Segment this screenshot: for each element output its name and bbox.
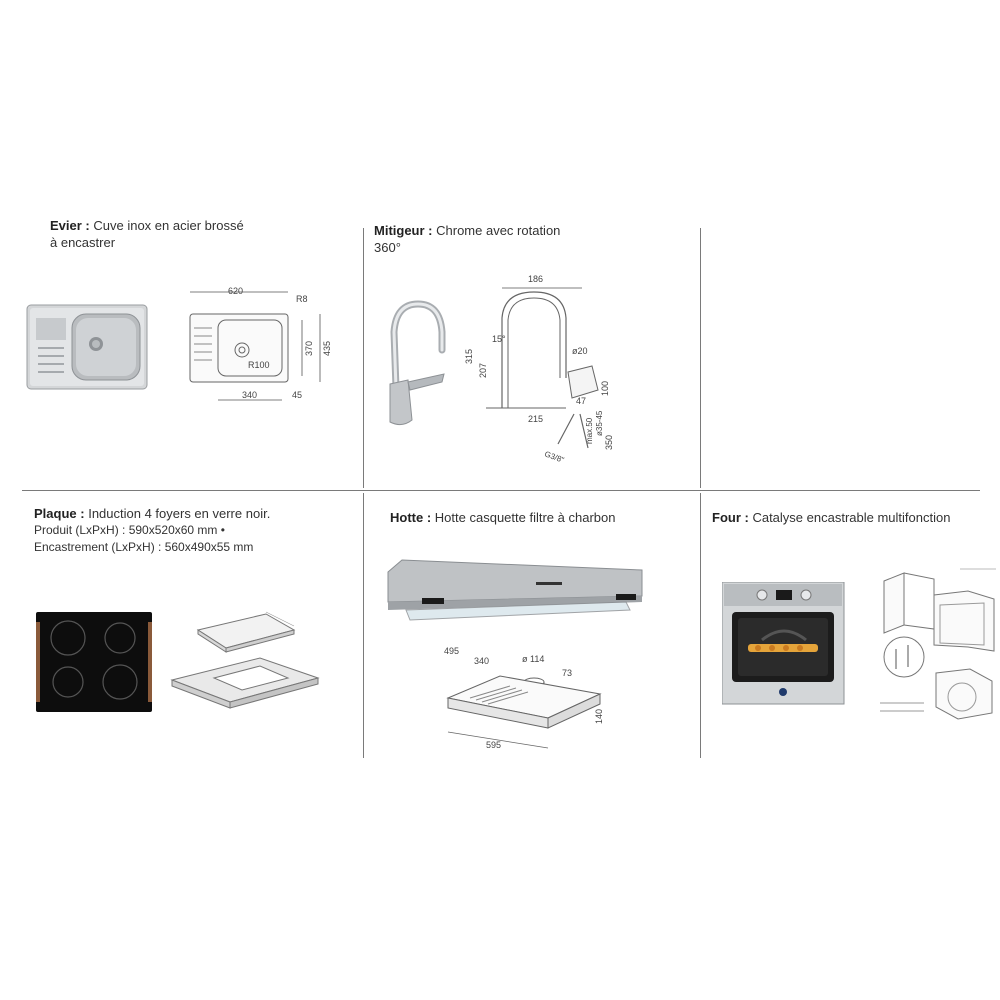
divider-v1	[363, 228, 364, 488]
mitigeur-dim-315: 315	[464, 349, 474, 364]
mitigeur-dim-100: 100	[600, 381, 610, 396]
plaque-photo	[36, 612, 152, 712]
divider-v2	[700, 228, 701, 488]
plaque-desc-line2: Produit (LxPxH) : 590x520x60 mm •	[34, 523, 225, 537]
mitigeur-dim-thread: G3/8"	[543, 449, 565, 463]
hotte-dim-495: 495	[444, 646, 459, 656]
divider-h	[22, 490, 980, 491]
hotte-dim-d114: ø 114	[522, 654, 544, 664]
plaque-label: Plaque :	[34, 506, 85, 521]
evier-desc-line1: Cuve inox en acier brossé	[93, 218, 244, 233]
hotte-dim-73: 73	[562, 668, 572, 678]
mitigeur-desc-line1: Chrome avec rotation	[436, 223, 561, 238]
mitigeur-dim-186: 186	[528, 274, 543, 284]
mitigeur-photo	[389, 300, 446, 426]
evier-label: Evier :	[50, 218, 90, 233]
hotte-label: Hotte :	[390, 510, 432, 525]
mitigeur-dim-47: 47	[576, 396, 586, 406]
hotte-desc: Hotte casquette filtre à charbon	[434, 510, 616, 525]
hotte-caption: Hotte : Hotte casquette filtre à charbon	[390, 509, 695, 526]
evier-dim-r8: R8	[296, 294, 308, 304]
evier-dim-435: 435	[322, 341, 330, 356]
evier-dim-340: 340	[242, 390, 257, 400]
hotte-photo	[387, 559, 643, 621]
mitigeur-dim-hole: ø35-45	[595, 410, 604, 436]
plaque-drawing	[170, 611, 320, 709]
evier-photo	[26, 304, 148, 390]
evier-dim-width: 620	[228, 286, 243, 296]
evier-drawing: 620 R8 R100 370 435 340 45	[189, 286, 330, 401]
hotte-dim-595: 595	[486, 740, 501, 750]
four-caption: Four : Catalyse encastrable multifonctio…	[712, 509, 997, 526]
mitigeur-dim-d20: ø20	[572, 346, 588, 356]
hotte-dim-340: 340	[474, 656, 489, 666]
four-label: Four :	[712, 510, 749, 525]
mitigeur-label: Mitigeur :	[374, 223, 433, 238]
hotte-dim-140: 140	[594, 709, 604, 724]
evier-dim-370: 370	[304, 341, 314, 356]
mitigeur-caption: Mitigeur : Chrome avec rotation 360°	[374, 222, 694, 256]
mitigeur-dim-215: 215	[528, 414, 543, 424]
four-desc: Catalyse encastrable multifonction	[752, 510, 951, 525]
plaque-desc-line1: Induction 4 foyers en verre noir.	[88, 506, 271, 521]
divider-v3	[363, 493, 364, 758]
evier-dim-45: 45	[292, 390, 302, 400]
mitigeur-dim-350: 350	[604, 435, 614, 450]
divider-v4	[700, 493, 701, 758]
four-drawing	[880, 568, 996, 720]
plaque-caption: Plaque : Induction 4 foyers en verre noi…	[34, 505, 359, 556]
evier-dim-r100: R100	[248, 360, 270, 370]
mitigeur-dim-max50: max.50	[585, 417, 594, 444]
plaque-desc-line3: Encastrement (LxPxH) : 560x490x55 mm	[34, 540, 254, 554]
evier-desc-line2: à encastrer	[50, 235, 116, 250]
mitigeur-desc-line2: 360°	[374, 240, 401, 255]
four-photo	[722, 582, 845, 705]
mitigeur-drawing: 186 15° 315 207 ø20 100 47 215 ø35-45 ma…	[464, 274, 614, 463]
mitigeur-dim-15deg: 15°	[492, 334, 506, 344]
evier-caption: Evier : Cuve inox en acier brossé à enca…	[50, 217, 350, 251]
mitigeur-dim-207: 207	[478, 363, 488, 378]
hotte-drawing: 495 340 ø 114 73 140 595	[444, 646, 604, 750]
